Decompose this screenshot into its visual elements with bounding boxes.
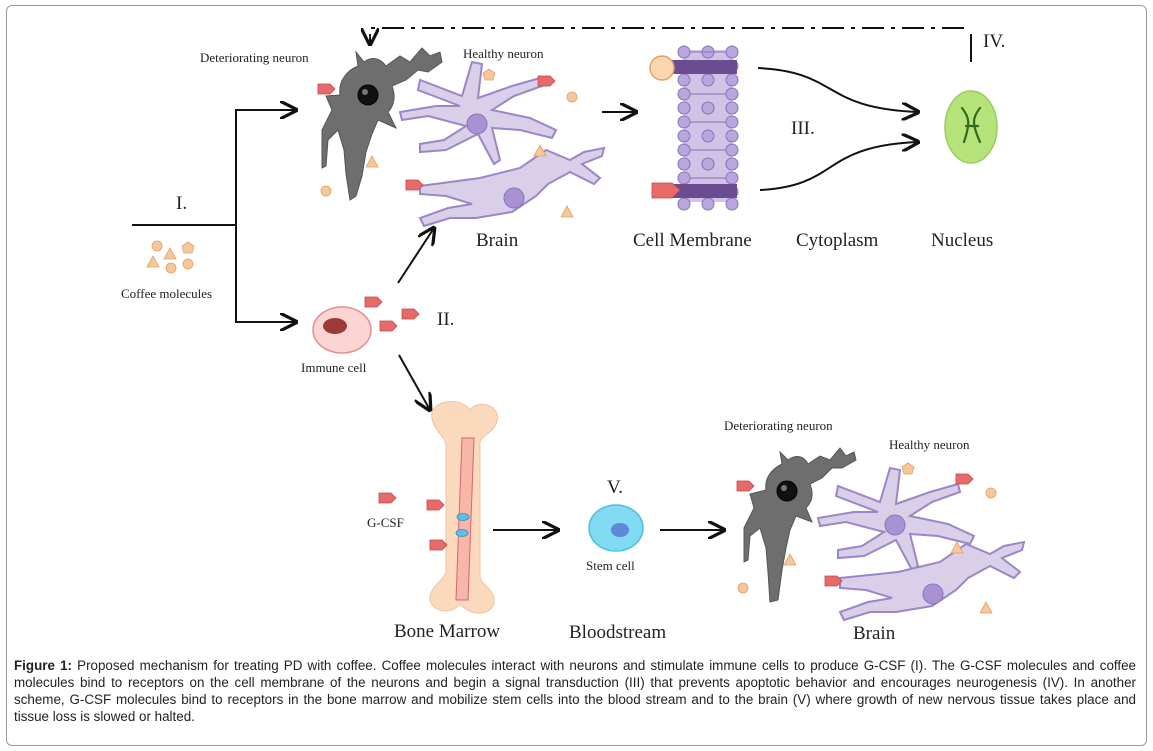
- label-brain-top: Brain: [476, 230, 519, 251]
- feedback-dashed-arrow: [370, 27, 964, 44]
- label-bone-marrow: Bone Marrow: [394, 621, 501, 642]
- bound-coffee-molecule: [649, 55, 675, 81]
- arrow-membrane-to-nucleus-top: [757, 67, 918, 112]
- label-immune-cell: Immune cell: [301, 360, 367, 375]
- deteriorating-neuron-top: [321, 47, 443, 201]
- step-i-label: I.: [176, 193, 188, 214]
- label-brain-bottom: Brain: [853, 623, 896, 644]
- figure-caption: Figure 1: Proposed mechanism for treatin…: [14, 657, 1136, 725]
- label-stem-cell: Stem cell: [586, 558, 635, 573]
- step-iii-label: III.: [791, 118, 815, 139]
- arrow-to-immune-cell: [235, 225, 296, 322]
- arrow-immune-to-bone: [398, 354, 430, 410]
- label-healthy-neuron-top: Healthy neuron: [463, 46, 544, 61]
- arrow-to-brain: [235, 110, 296, 225]
- healthy-neuron-top: [398, 60, 606, 228]
- step-v-label: V.: [607, 477, 624, 498]
- immune-cell-shape: [312, 296, 420, 354]
- coffee-molecules-cluster: [146, 240, 195, 274]
- bound-g-csf: [651, 182, 681, 199]
- caption-text: Proposed mechanism for treating PD with …: [14, 658, 1137, 724]
- label-g-csf: G-CSF: [367, 515, 404, 530]
- arrow-membrane-to-nucleus-bottom: [759, 142, 918, 191]
- stem-cell-shape: [588, 504, 644, 552]
- step-ii-label: II.: [437, 309, 455, 330]
- label-cell-membrane: Cell Membrane: [633, 230, 752, 251]
- nucleus-shape: [944, 90, 998, 164]
- arrow-immune-to-brain: [397, 228, 434, 284]
- label-deteriorating-neuron-top: Deteriorating neuron: [200, 50, 309, 65]
- healthy-neuron-bottom: [816, 466, 1026, 622]
- receptor-top: [665, 60, 737, 74]
- receptor-bottom: [665, 184, 737, 198]
- step-iv-label: IV.: [983, 31, 1006, 52]
- label-coffee-molecules: Coffee molecules: [121, 286, 213, 301]
- label-cytoplasm: Cytoplasm: [796, 230, 879, 251]
- flow-arrows: [132, 27, 972, 530]
- bone-marrow-shape: [378, 401, 498, 614]
- deteriorating-neuron-bottom: [743, 447, 857, 603]
- label-bloodstream: Bloodstream: [569, 622, 667, 643]
- label-deteriorating-neuron-bottom: Deteriorating neuron: [724, 418, 833, 433]
- label-healthy-neuron-bottom: Healthy neuron: [889, 437, 970, 452]
- caption-label: Figure 1:: [14, 658, 72, 673]
- cell-membrane: [649, 45, 739, 211]
- label-nucleus: Nucleus: [931, 230, 994, 251]
